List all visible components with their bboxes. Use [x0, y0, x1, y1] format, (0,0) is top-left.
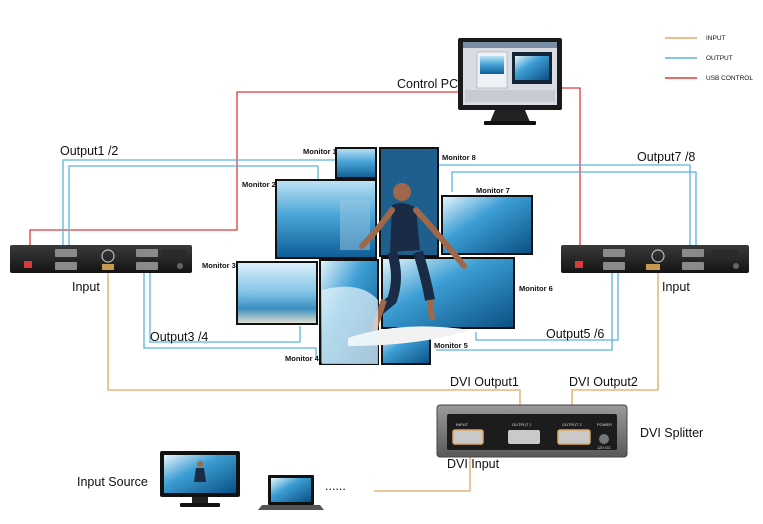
monitor-8-label: Monitor 8 — [442, 153, 476, 162]
input-right-label: Input — [662, 280, 690, 294]
legend-input-label: INPUT — [706, 35, 726, 42]
monitor-2-label: Monitor 2 — [242, 180, 276, 189]
control-pc-label: Control PC — [397, 77, 458, 91]
usb-cable-left — [29, 91, 460, 262]
monitor-3-label: Monitor 3 — [202, 261, 236, 270]
video-wall-controller-right — [561, 245, 749, 273]
monitor-7-label: Monitor 7 — [476, 186, 510, 195]
input-source-monitor — [160, 451, 240, 507]
monitor-6-label: Monitor 6 — [519, 284, 553, 293]
input-cable-source — [374, 455, 471, 492]
diagram-labels: Control PC Output1 /2 Output7 /8 Output3… — [60, 77, 703, 493]
monitor-5-label: Monitor 5 — [434, 341, 468, 350]
video-wall-controller-left — [10, 245, 192, 273]
legend-usb-label: USB CONTROL — [706, 75, 753, 82]
output4-cable — [149, 272, 301, 343]
output7-cable — [438, 164, 691, 250]
dvi-splitter-label: DVI Splitter — [640, 426, 703, 440]
output5-cable — [436, 272, 613, 351]
legend: INPUT OUTPUT USB CONTROL — [665, 35, 753, 82]
output6-cable — [475, 272, 619, 341]
monitor-1-label: Monitor 1 — [303, 147, 337, 156]
input-source-laptop — [258, 475, 324, 510]
splitter-input-port-label: INPUT — [456, 422, 469, 427]
usb-cables — [29, 87, 581, 262]
dots-label: ...... — [325, 479, 346, 493]
output2-cable — [68, 165, 319, 250]
output-cables — [62, 159, 697, 360]
output3-cable — [143, 272, 317, 360]
dvi-output2-label: DVI Output2 — [569, 375, 638, 389]
monitor-4-label: Monitor 4 — [285, 354, 320, 363]
splitter-output1-port-label: OUTPUT 1 — [512, 422, 532, 427]
input-left-label: Input — [72, 280, 100, 294]
video-wall — [236, 147, 533, 365]
input-cable-right — [571, 272, 659, 407]
splitter-output2-port-label: OUTPUT 2 — [562, 422, 582, 427]
output1-cable — [62, 159, 338, 250]
dvi-input-label: DVI Input — [447, 457, 500, 471]
dvi-splitter: INPUT OUTPUT 1 OUTPUT 2 POWER 12V DC — [436, 404, 628, 458]
monitor-labels: Monitor 1 Monitor 2 Monitor 3 Monitor 4 … — [202, 147, 553, 363]
output56-label: Output5 /6 — [546, 327, 604, 341]
dvi-output1-label: DVI Output1 — [450, 375, 519, 389]
output34-label: Output3 /4 — [150, 330, 208, 344]
monitor-3-screen — [236, 261, 318, 325]
legend-output-label: OUTPUT — [706, 55, 733, 62]
splitter-power-label: POWER — [597, 422, 612, 427]
monitor-6-screen — [381, 257, 515, 329]
monitor-1-screen — [335, 147, 377, 179]
output12-label: Output1 /2 — [60, 144, 118, 158]
monitor-7-screen — [441, 195, 533, 255]
output8-cable — [451, 171, 697, 250]
splitter-dc-label: 12V DC — [597, 445, 611, 450]
usb-cable-right — [555, 87, 581, 262]
input-source-label: Input Source — [77, 475, 148, 489]
input-cables — [107, 272, 659, 492]
input-cable-left — [107, 272, 521, 407]
control-pc — [458, 38, 562, 125]
output78-label: Output7 /8 — [637, 150, 695, 164]
surfer-image — [322, 183, 470, 364]
